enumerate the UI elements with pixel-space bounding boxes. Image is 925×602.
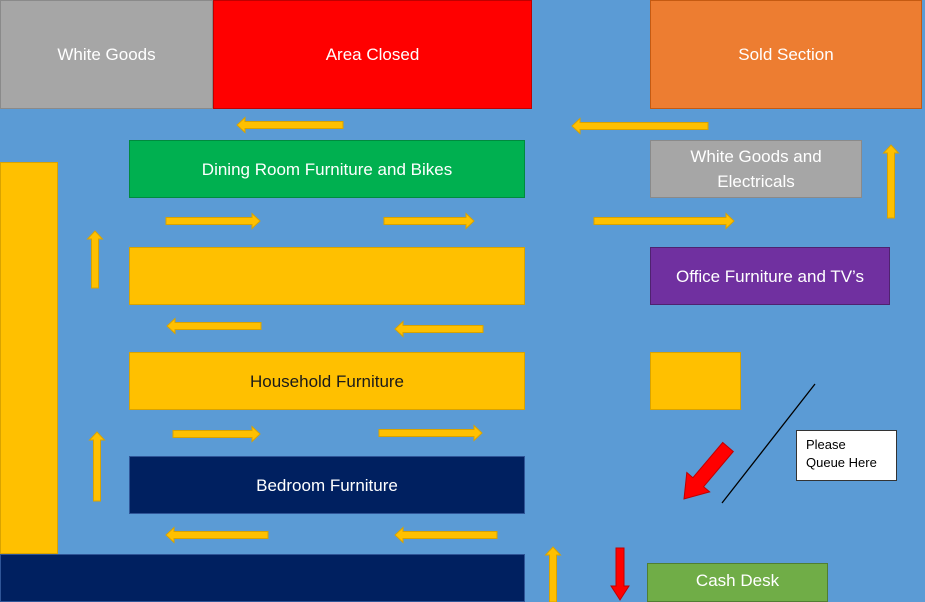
sold-section-label: Sold Section (738, 45, 834, 64)
arrow-icon (383, 212, 475, 230)
white-goods-section: White Goods (0, 0, 213, 109)
arrow-icon (166, 317, 262, 335)
white-goods-label: White Goods (57, 45, 156, 64)
office-tv-section: Office Furniture and TV’s (650, 247, 890, 305)
arrow-icon (593, 212, 735, 230)
dining-room-section: Dining Room Furniture and Bikes (129, 140, 525, 198)
arrow-icon (86, 230, 104, 289)
red-arrow-icon (683, 441, 735, 500)
area-closed-section: Area Closed (213, 0, 532, 109)
bedroom-furniture-section: Bedroom Furniture (129, 456, 525, 514)
red-arrow-icon (610, 547, 630, 601)
arrow-icon (172, 425, 261, 443)
arrow-icon (236, 116, 344, 134)
cash-desk-section: Cash Desk (647, 563, 828, 602)
bedroom-furniture-label: Bedroom Furniture (256, 475, 398, 495)
white-goods-electricals-section: White Goods and Electricals (650, 140, 862, 198)
queue-note: Please Queue Here (796, 430, 897, 481)
arrow-icon (378, 424, 483, 442)
yellow-aisle-block (129, 247, 525, 305)
cash-desk-label: Cash Desk (695, 571, 780, 590)
arrow-icon (544, 546, 562, 602)
arrow-icon (88, 431, 106, 502)
arrow-icon (394, 526, 498, 544)
bottom-navy-section (0, 554, 525, 602)
area-closed-label: Area Closed (325, 45, 420, 64)
arrow-icon (165, 212, 261, 230)
sold-section: Sold Section (650, 0, 922, 109)
white-goods-electricals-label: White Goods and Electricals (690, 147, 822, 191)
arrow-icon (571, 117, 709, 135)
office-tv-label: Office Furniture and TV’s (675, 266, 865, 286)
left-wall-shelf (0, 162, 58, 554)
household-furniture-label: Household Furniture (249, 371, 405, 391)
dining-room-label: Dining Room Furniture and Bikes (201, 159, 453, 179)
household-furniture-section: Household Furniture (129, 352, 525, 410)
arrow-icon (394, 320, 484, 338)
arrow-icon (165, 526, 269, 544)
small-yellow-block (650, 352, 741, 410)
arrow-icon (882, 144, 900, 219)
